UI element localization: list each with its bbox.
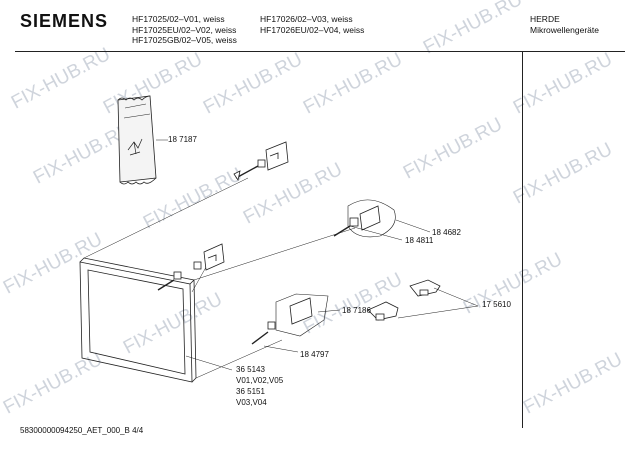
model-list-left: HF17025/02–V01, weiss HF17025EU/02–V02, … <box>132 14 237 46</box>
part-number: 18 7186 <box>342 306 371 315</box>
model-line: HF17025EU/02–V02, weiss <box>132 24 237 35</box>
clip-group-184682 <box>333 199 431 241</box>
model-line: HF17026EU/02–V04, weiss <box>260 24 365 35</box>
model-list-right: HF17026/02–V03, weiss HF17026EU/02–V04, … <box>260 14 364 35</box>
bracket-middle <box>157 243 225 291</box>
parts-bag-icon <box>117 95 157 185</box>
bracket-upper <box>233 141 289 182</box>
version-note: V01,V02,V05 <box>236 376 284 385</box>
model-line: HF17026/02–V03, weiss <box>260 14 353 24</box>
part-number: 36 5143 <box>236 365 265 374</box>
document-code: 58300000094250_AET_000_B 4/4 <box>20 426 144 435</box>
model-line: HF17025GB/02–V05, weiss <box>132 35 237 45</box>
part-number: 18 4811 <box>405 236 434 245</box>
version-note: V03,V04 <box>236 398 267 407</box>
part-number: 18 4797 <box>300 350 329 359</box>
category-main: HERDE <box>530 14 560 24</box>
brand-logo: SIEMENS <box>20 11 109 31</box>
category-sub: Mikrowellengeräte <box>530 24 599 35</box>
clip-group-187186 <box>251 293 341 353</box>
header-divider <box>15 51 625 52</box>
clip-group-175610 <box>367 279 479 321</box>
part-number: 18 4682 <box>432 228 461 237</box>
model-line: HF17025/02–V01, weiss <box>132 14 225 24</box>
part-number: 36 5151 <box>236 387 265 396</box>
part-number: 18 7187 <box>168 135 197 144</box>
category: HERDE Mikrowellengeräte <box>530 14 599 35</box>
side-divider <box>522 51 523 428</box>
part-number: 17 5610 <box>482 300 511 309</box>
